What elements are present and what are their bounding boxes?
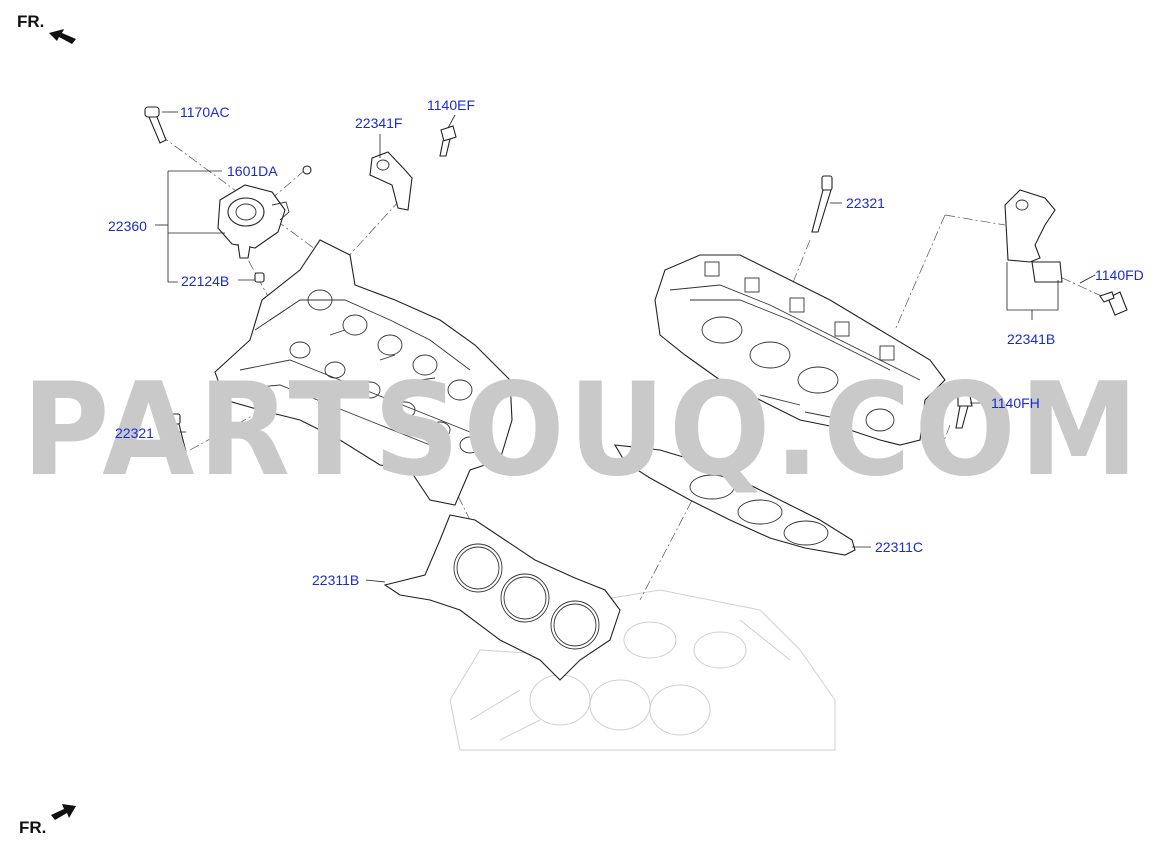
label-22321-top[interactable]: 22321: [846, 195, 885, 211]
front-direction-bottom: FR.: [19, 804, 76, 837]
fr-label-top: FR.: [17, 12, 44, 31]
fr-arrow-top-icon: [49, 29, 76, 44]
label-22321-left[interactable]: 22321: [115, 425, 154, 441]
cylinder-head-left: [214, 239, 513, 506]
gasket-22311B: [383, 514, 621, 681]
bolt-1140EF: [439, 125, 457, 157]
bolt-22321-left: [169, 413, 187, 454]
plug-22124B: [254, 272, 265, 283]
label-1140EF[interactable]: 1140EF: [427, 97, 475, 113]
alignment-lines: [159, 134, 1111, 601]
cylinder-head-right: [654, 254, 946, 446]
label-22124B[interactable]: 22124B: [181, 273, 229, 289]
bolt-1140FD: [1099, 291, 1128, 316]
bolt-22321-right: [811, 175, 833, 233]
bracket-22341F: [369, 151, 413, 211]
fr-label-bottom: FR.: [19, 818, 46, 837]
label-1140FH[interactable]: 1140FH: [991, 395, 1040, 411]
fr-arrow-bottom-icon: [51, 804, 76, 820]
bolt-1170AC: [144, 106, 167, 144]
label-1170AC[interactable]: 1170AC: [180, 104, 230, 120]
label-22341F[interactable]: 22341F: [355, 115, 402, 131]
label-22311B[interactable]: 22311B: [312, 572, 359, 588]
leader-lines: [155, 111, 1096, 583]
bolt-1140FH: [955, 395, 973, 429]
label-22341B[interactable]: 22341B: [1007, 331, 1055, 347]
label-22311C[interactable]: 22311C: [875, 539, 923, 555]
front-direction-top: FR.: [17, 12, 76, 44]
washer-1601DA: [302, 165, 312, 175]
gasket-22311C: [613, 444, 856, 556]
bracket-22341B: [1004, 189, 1063, 283]
label-22360[interactable]: 22360: [108, 218, 147, 234]
label-1601DA[interactable]: 1601DA: [227, 163, 278, 179]
watermark-text: PARTSOUQ.COM: [22, 356, 1142, 505]
housing-22360: [217, 184, 290, 259]
label-1140FD[interactable]: 1140FD: [1095, 267, 1144, 283]
